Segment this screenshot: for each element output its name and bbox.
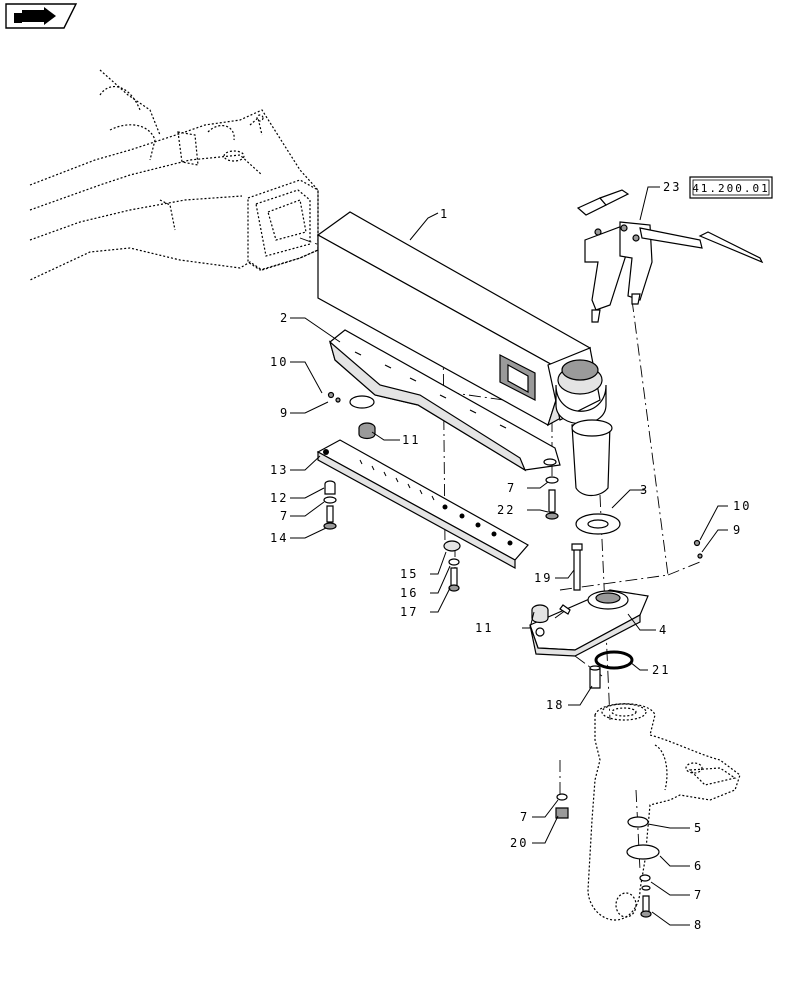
steering-plate-part <box>529 589 649 657</box>
callout-18: 18 <box>546 698 564 712</box>
callout-19: 19 <box>534 571 552 585</box>
callout-23: 23 <box>663 180 681 194</box>
callout-10-b: 10 <box>733 499 751 513</box>
adjustment-strap-part <box>316 439 529 570</box>
callout-9-b: 9 <box>733 523 742 537</box>
callout-14: 14 <box>270 531 288 545</box>
axle-beam-part <box>316 211 613 497</box>
callout-10-a: 10 <box>270 355 288 369</box>
nav-arrow-icon[interactable] <box>5 3 78 29</box>
steering-arm-assembly-part <box>576 189 764 323</box>
reference-box-text: 41.200.01 <box>692 182 770 195</box>
lower-hardware <box>555 793 660 918</box>
callout-13: 13 <box>270 463 288 477</box>
callout-2: 2 <box>280 311 289 325</box>
callout-20: 20 <box>510 836 528 850</box>
callout-8: 8 <box>694 918 703 932</box>
callout-7-b: 7 <box>280 509 289 523</box>
callout-labels: 1 2 3 4 5 6 7 7 7 7 8 9 9 10 10 11 11 12… <box>270 180 751 932</box>
callout-16: 16 <box>400 586 418 600</box>
leader-lines <box>290 186 728 926</box>
callout-7-d: 7 <box>694 888 703 902</box>
callout-1: 1 <box>440 207 449 221</box>
cross-reference-box[interactable]: 41.200.01 <box>689 176 773 199</box>
callout-7-c: 7 <box>520 810 529 824</box>
frame-ghost <box>29 69 319 281</box>
support-bracket-part <box>328 329 561 472</box>
ring-and-bushing-parts <box>589 650 634 689</box>
callout-12: 12 <box>270 491 288 505</box>
callout-11-a: 11 <box>402 433 420 447</box>
callout-4: 4 <box>659 623 668 637</box>
hardware-items <box>323 391 703 592</box>
callout-17: 17 <box>400 605 418 619</box>
callout-9-a: 9 <box>280 406 289 420</box>
callout-15: 15 <box>400 567 418 581</box>
callout-21: 21 <box>652 663 670 677</box>
callout-5: 5 <box>694 821 703 835</box>
steering-knuckle-ghost <box>587 703 741 921</box>
callout-11-b: 11 <box>475 621 493 635</box>
callout-3: 3 <box>640 483 649 497</box>
callout-7-a: 7 <box>507 481 516 495</box>
callout-22: 22 <box>497 503 515 517</box>
callout-6: 6 <box>694 859 703 873</box>
